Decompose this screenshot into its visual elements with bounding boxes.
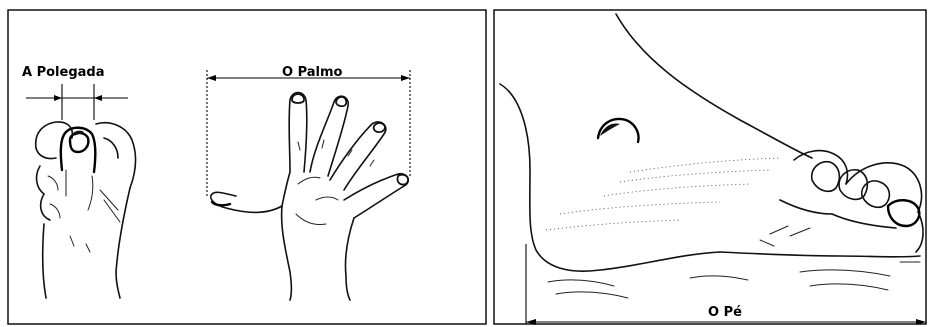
polegada-label: A Polegada: [22, 65, 104, 80]
foot-unit-panel: O Pé: [494, 10, 926, 325]
hand-units-panel: A Polegada: [8, 10, 486, 324]
pe-label: O Pé: [708, 305, 742, 320]
